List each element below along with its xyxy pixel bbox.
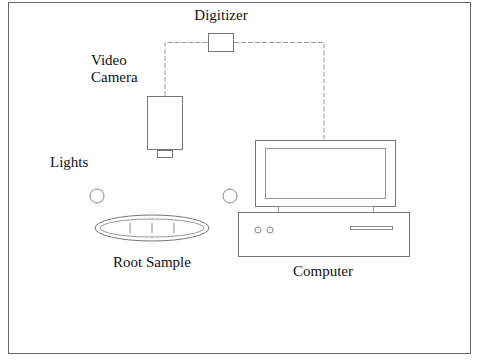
cable xyxy=(234,43,324,141)
node-label: Computer xyxy=(258,263,388,280)
camera-body-outline xyxy=(147,96,183,150)
light xyxy=(90,189,104,203)
light xyxy=(223,189,237,203)
camera-body: Video Camera xyxy=(147,96,183,150)
node-label: Root Sample xyxy=(84,254,220,271)
node-label: Video Camera xyxy=(91,52,145,86)
digitizer-box-outline xyxy=(208,33,234,52)
part-label: Lights xyxy=(50,154,88,171)
node-label: Digitizer xyxy=(188,7,254,24)
computer: Computer xyxy=(238,140,410,258)
camera-lens xyxy=(158,151,173,158)
cable xyxy=(165,43,208,97)
frame xyxy=(9,3,471,354)
root-sample-tray-outline xyxy=(94,214,210,242)
root-sample-tray: Root Sample xyxy=(94,214,210,242)
digitizer-box: Digitizer xyxy=(208,33,234,52)
computer-outline xyxy=(238,140,410,258)
